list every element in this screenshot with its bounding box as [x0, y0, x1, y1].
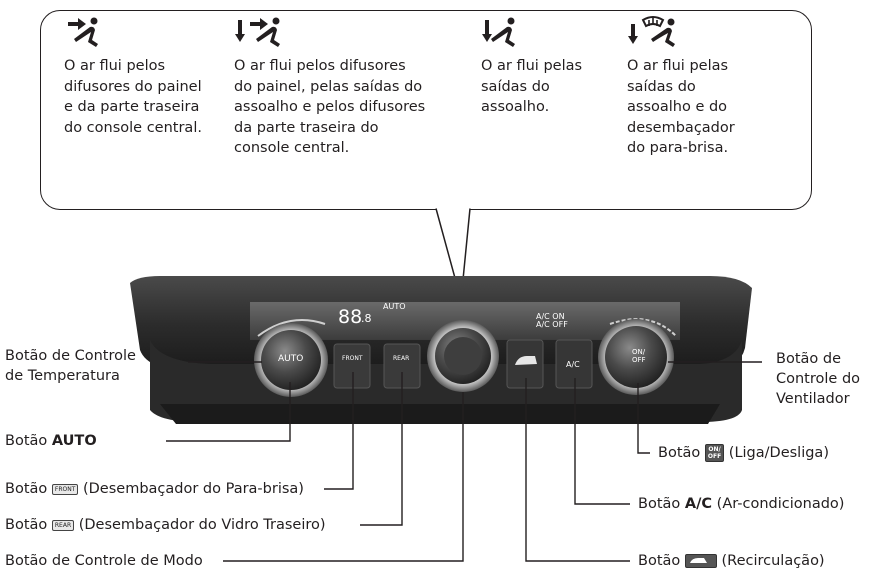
- mode-bilevel-text: O ar flui pelos difusores do painel, pel…: [234, 58, 426, 156]
- temp-readout-decimal: .8: [361, 312, 372, 325]
- mode-floor-defrost: O ar flui pelas saídas do assoalho e do …: [627, 12, 735, 159]
- mode-panel: O ar flui pelos difusores do painel e da…: [64, 12, 202, 138]
- temperature-control-label: Botão de Controle de Temperatura: [5, 348, 136, 384]
- fan-on-off-icon: ON/ OFF: [704, 444, 725, 462]
- mode-callout: [40, 10, 812, 210]
- mode-panel-text: O ar flui pelos difusores do painel e da…: [64, 58, 202, 136]
- front-defrost-button[interactable]: FRONT: [342, 355, 363, 362]
- auto-button-label: Botão AUTO: [5, 433, 97, 449]
- front-defroster-icon: FRONT: [51, 483, 79, 495]
- mode-floor-text: O ar flui pelas saídas do assoalho.: [481, 58, 583, 115]
- mode-bilevel: O ar flui pelos difusores do painel, pel…: [234, 12, 425, 159]
- mode-floor: O ar flui pelas saídas do assoalho.: [481, 12, 582, 118]
- mode-floor-defrost-text: O ar flui pelas saídas do assoalho e do …: [627, 58, 735, 156]
- vent-panel-icon: [68, 17, 98, 47]
- temp-readout: 88: [338, 306, 363, 328]
- ac-button-label: Botão A/C (Ar-condicionado): [638, 496, 845, 512]
- rear-defrost-button[interactable]: REAR: [393, 355, 410, 362]
- rear-defroster-label: Botão REAR (Desembaçador do Vidro Trasei…: [5, 517, 326, 533]
- fan-on-off-button[interactable]: ON/ OFF: [632, 348, 646, 364]
- rear-defroster-icon: REAR: [51, 519, 75, 531]
- auto-indicator: AUTO: [383, 302, 406, 311]
- ac-button[interactable]: A/C: [566, 360, 580, 369]
- mode-control-label: Botão de Controle de Modo: [5, 553, 203, 569]
- fan-control-label: Botão de Controle do Ventilador: [776, 351, 861, 407]
- ac-on-indicator: A/C ON: [536, 312, 565, 321]
- front-defroster-label: Botão FRONT (Desembaçador do Para-brisa): [5, 481, 304, 497]
- vent-floor-icon: [482, 17, 515, 47]
- vent-floor-defrost-icon: [628, 16, 675, 47]
- auto-button[interactable]: AUTO: [278, 354, 304, 364]
- ac-off-indicator: A/C OFF: [536, 320, 568, 329]
- vent-bilevel-icon: [235, 17, 280, 47]
- power-button-label: Botão ON/ OFF (Liga/Desliga): [658, 444, 829, 462]
- recirculation-label: Botão (Recirculação): [638, 553, 825, 569]
- recirculation-icon: [684, 554, 717, 568]
